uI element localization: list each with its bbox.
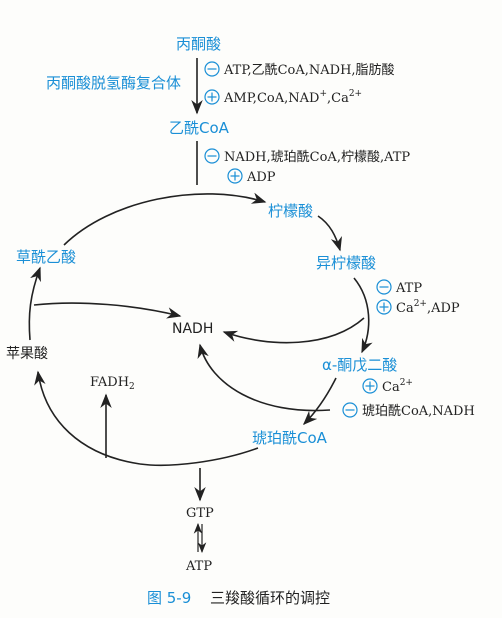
oaa-to-citrate-arc (63, 192, 267, 246)
akgdh-inhibitors-text: 琥珀酰CoA,NADH (362, 404, 475, 419)
cs-activator-sign-icon (227, 168, 243, 184)
idh-nadh-arc (222, 317, 365, 344)
succinyl-coa-label: 琥珀酰CoA (252, 429, 328, 447)
pdh-activator-sign-icon (204, 89, 220, 105)
isocitrate-to-akg-arc (353, 277, 373, 354)
oxaloacetate-label: 草酰乙酸 (16, 248, 76, 266)
citrate-label: 柠檬酸 (268, 202, 313, 220)
malate-to-oaa-arc (28, 266, 41, 341)
idh-activator-sign-icon (376, 299, 392, 315)
idh-activators-text: Ca2+,ADP (396, 299, 460, 316)
atp-label: ATP (185, 559, 212, 574)
malate-label: 苹果酸 (6, 346, 48, 362)
pyruvate-label: 丙酮酸 (176, 35, 221, 53)
succinylcoa-to-bottom-arc (139, 447, 259, 466)
nadh-label: NADH (172, 321, 213, 337)
pdh-activators-text: AMP,CoA,NAD+,Ca2+ (223, 89, 362, 106)
akg-to-succinylcoa-arc (302, 377, 337, 426)
fadh2-label: FADH2 (90, 375, 135, 392)
isocitrate-label: 异柠檬酸 (316, 254, 376, 272)
gtp-label: GTP (186, 506, 214, 521)
bottom-to-malate-arc (34, 370, 141, 465)
akgdh-inhibitor-sign-icon (342, 402, 358, 418)
cs-inhibitors-text: NADH,琥珀酰CoA,柠檬酸,ATP (224, 150, 410, 165)
figure-title: 三羧酸循环的调控 (210, 589, 330, 607)
citrate-to-isocitrate-arc (317, 215, 342, 252)
pdh-inhibitor-sign-icon (204, 61, 220, 77)
pdh-complex-label: 丙酮酸脱氢酶复合体 (46, 74, 181, 92)
cs-inhibitor-sign-icon (204, 148, 220, 164)
figure-number: 图 5-9 (147, 589, 191, 607)
akgdh-activators-text: Ca2+ (382, 378, 413, 395)
idh-inhibitor-sign-icon (376, 279, 392, 295)
pdh-inhibitors-text: ATP,乙酰CoA,NADH,脂肪酸 (223, 62, 395, 78)
akgdh-nadh-arc (197, 343, 331, 412)
cs-activators-text: ADP (246, 170, 276, 185)
akgdh-activator-sign-icon (362, 378, 378, 394)
mdh-nadh-arc (33, 302, 182, 319)
alpha-kg-label: α-酮戊二酸 (322, 356, 397, 374)
idh-inhibitors-text: ATP (395, 281, 422, 296)
acetyl-coa-label: 乙酰CoA (169, 119, 230, 137)
